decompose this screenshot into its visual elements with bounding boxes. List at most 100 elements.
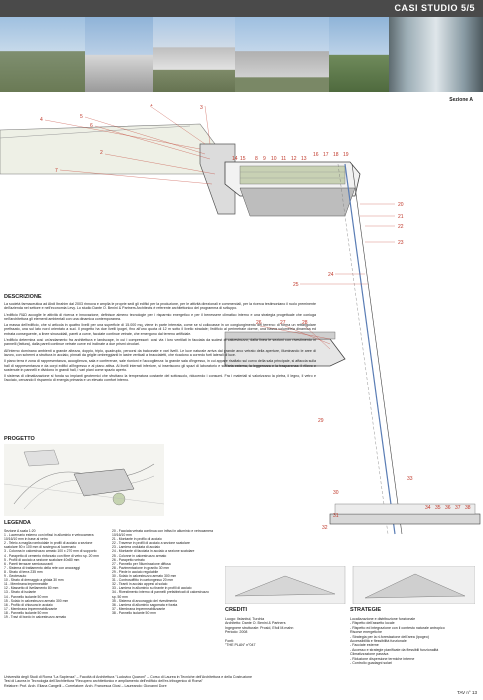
description-paragraph: La società farmaceutica ad Abdi Ibrahim … — [4, 302, 316, 311]
callout-1: 1 — [150, 104, 153, 108]
callout-15: 15 — [240, 156, 246, 162]
callout-29: 29 — [318, 418, 324, 424]
callout-35: 35 — [435, 505, 441, 511]
building-photo-4 — [235, 17, 329, 92]
legend-item: 21 - Montante in profilo di acciaio — [112, 537, 162, 542]
callout-14: 14 — [232, 156, 238, 162]
section-label: Sezione A — [449, 97, 473, 103]
credits-line: Architetto: Dante O. Benini & Partners — [225, 621, 286, 626]
callout-19: 19 — [343, 152, 349, 158]
strategy-line: - Rispetto dell'assetto locale — [350, 621, 395, 626]
callout-7: 7 — [55, 168, 58, 174]
legend-item: 26 - Parapetto vetrato — [112, 557, 145, 562]
footer-line: Tesi di Laurea in Tecnologia dell'Archit… — [4, 679, 203, 684]
legend-item: 18 - Pannello isolante 50 mm — [4, 610, 48, 615]
building-photo-6 — [389, 17, 483, 92]
strategy-line: - Strategia per la ri-forestazione dell'… — [350, 634, 429, 639]
callout-4: 4 — [40, 117, 43, 123]
callout-2: 2 — [100, 150, 103, 156]
legend-item: 7 - Sistema di trattamento della rete co… — [4, 565, 80, 570]
footer-line: Università degli Studi di Roma "La Sapie… — [4, 675, 253, 679]
callout-22: 22 — [398, 224, 404, 230]
legend-item: 2 - Teleio a maglia romboidale in profil… — [4, 541, 93, 550]
strategy-line: - Riduzione dispersione termiche interne — [350, 656, 415, 661]
legend-item: 37 - Membrana impermeabilizzante — [112, 606, 166, 611]
callout-38: 38 — [465, 505, 471, 511]
callout-37: 37 — [455, 505, 461, 511]
legend-item: 11 - Membrana impermeabile — [4, 582, 49, 587]
callout-11: 11 — [281, 156, 286, 162]
description-heading: DESCRIZIONE — [4, 294, 42, 300]
legend-item: 24 - Montante di facciata in acciaio a s… — [112, 549, 195, 554]
legend-item: 20 - Facciata vetrata continua con infis… — [112, 529, 214, 538]
legend-item: 25 - Colonne in calcestruzzo armato — [112, 553, 167, 558]
description-paragraph: L'edificio determina così un'andamento f… — [4, 338, 316, 347]
strategy-line: - Rispetto ed integrazione con il contes… — [350, 625, 445, 630]
callout-12: 12 — [291, 156, 297, 162]
building-photo-5 — [329, 17, 389, 92]
legend-item: Sezione A scala 1:20 — [4, 529, 36, 533]
callout-10: 10 — [271, 156, 277, 162]
legend-item: 13 - Strato di isolante — [4, 590, 37, 595]
strategy-line: - Controllo guadagni solari — [350, 661, 392, 666]
callout-26: 26 — [256, 320, 262, 326]
legend-item: 9 - Geotessuto — [4, 574, 27, 579]
callout-27: 27 — [280, 320, 286, 326]
legend-item: 36 - Lamiera di alluminio sagomata e for… — [112, 602, 178, 607]
building-photo-2 — [85, 17, 153, 92]
building-photo-3 — [153, 17, 235, 92]
legend-item: 14 - Pannello isolante 50 mm — [4, 594, 48, 599]
callout-33: 33 — [407, 476, 413, 482]
legend-item: 31 - Controsoffitto in cartongesso 20 mm — [112, 578, 174, 583]
callout-28: 28 — [302, 320, 308, 326]
credits-heading: CREDITI — [225, 607, 247, 613]
legend-item: 1 - Lucernario esterno con infissi in al… — [4, 533, 94, 542]
description-paragraph: Il sistema di climatizzazione si fonda s… — [4, 374, 316, 383]
legend-item: 38 - Pannello isolante 50 mm — [112, 610, 156, 615]
strategy-line: Accessibilità e flessibilità funzionale — [350, 639, 407, 644]
callout-18: 18 — [333, 152, 339, 158]
callout-30: 30 — [333, 490, 339, 496]
description-paragraph: All'interno dominano ambienti a grande a… — [4, 348, 316, 357]
callout-31: 31 — [333, 513, 339, 519]
callout-5: 5 — [80, 114, 83, 120]
legend-item: 15 - Solaio in calcestruzzo armato 300 m… — [4, 598, 69, 603]
strategy-line: - Accesso e strategie pianificate da fle… — [350, 647, 439, 652]
strategy-line: Risorse energetiche — [350, 630, 382, 635]
building-photo-1 — [0, 17, 85, 92]
callout-25: 25 — [293, 282, 299, 288]
project-heading: PROGETTO — [4, 436, 35, 442]
header-banner: CASI STUDIO 5/5 — [0, 0, 483, 17]
legend-item: 23 - Lamiera ondulata di acciaio — [112, 545, 161, 550]
description-paragraph: Il piano terra è zona di rappresentanza,… — [4, 359, 316, 372]
legend-item: 22 - Traverse in profili di acciaio a se… — [112, 541, 190, 546]
legend-item: 19 - Travi di bordo in calcestruzzo arma… — [4, 614, 67, 619]
credits-line: Luogo: Ilstanbul, Turchia — [225, 617, 265, 621]
callout-3: 3 — [200, 105, 203, 111]
legend-item: 5 - Profili di acciaio a sezione scatola… — [4, 557, 80, 562]
legend-item: 32 - Tiranti in acciaio appesi al solaio — [112, 582, 168, 587]
legend-item: 17 - Membrana impermeabilizzante — [4, 606, 58, 611]
strategy-line: - Facciate esterne — [350, 643, 379, 648]
legend-item: 6 - Pareti terrazze semioscuranti — [4, 561, 53, 566]
strategies-list: Localizzazione e distribuzione funzional… — [350, 617, 475, 665]
description-paragraph: L'edificio R&D accoglie le attività di r… — [4, 312, 316, 321]
credits-line: Fonti: — [225, 639, 234, 644]
strategies-heading: STRATEGIE — [350, 607, 382, 613]
sheet-number: TAV n° 13 — [457, 690, 477, 695]
credits-line: Ingegnere strutturale: Prosid, Efoil M.m… — [225, 625, 294, 630]
callout-13: 13 — [301, 156, 307, 162]
callout-6: 6 — [90, 123, 93, 129]
description-section: DESCRIZIONE La società farmaceutica ad A… — [4, 294, 316, 385]
callout-17: 17 — [323, 152, 329, 158]
section-drawing: 14 15 8 9 10 11 12 13 16 17 18 19 1 3 4 … — [0, 104, 481, 535]
legend-item: 4 - Parapetto di cemento rinforzato con … — [4, 553, 99, 558]
legend-item: 28 - Pavimentazione in granito 30 mm — [112, 565, 170, 570]
legend-item: 29 - Piede in acciaio regolabile — [112, 569, 159, 574]
legend-item: 16 - Profilo di chiusura in acciaio — [4, 602, 53, 607]
callout-36: 36 — [445, 505, 451, 511]
callout-9: 9 — [263, 156, 266, 162]
strategy-line: Localizzazione e distribuzione funzional… — [350, 617, 416, 621]
description-paragraph: La massa dell'edificio, che si articola … — [4, 323, 316, 336]
footer-line: Relatore: Prof. Arch. Eliana Cangelli – … — [4, 683, 167, 688]
